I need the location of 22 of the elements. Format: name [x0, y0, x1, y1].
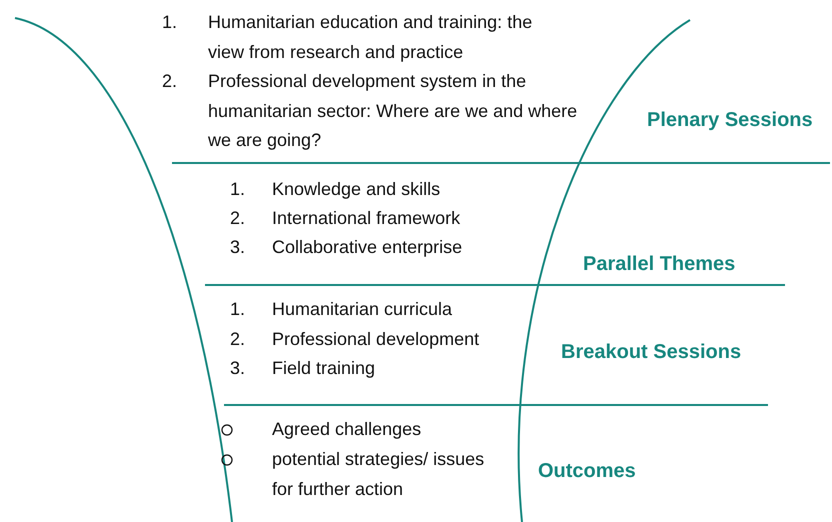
section-heading: Plenary Sessions: [647, 108, 813, 132]
list-number: 3.: [230, 236, 246, 259]
section-heading: Breakout Sessions: [561, 340, 742, 364]
list-number: 1.: [230, 298, 246, 321]
list-number: 2.: [162, 70, 178, 93]
section-heading: Parallel Themes: [583, 252, 736, 276]
list-item: Collaborative enterprise: [272, 236, 464, 259]
list-number: 2.: [230, 207, 246, 230]
list-number: 1.: [230, 178, 246, 201]
list-item: Knowledge and skills: [272, 178, 442, 201]
list-item: Professional development: [272, 328, 480, 351]
section-heading: Outcomes: [538, 459, 636, 483]
list-number: 1.: [162, 11, 178, 34]
list-item: potential strategies/ issues for further action: [272, 448, 486, 500]
list-number: 3.: [230, 357, 246, 380]
list-item: International framework: [272, 207, 462, 230]
list-item: Agreed challenges: [272, 418, 422, 441]
list-item: Field training: [272, 357, 376, 380]
list-number: 2.: [230, 328, 246, 351]
list-item: Humanitarian curricula: [272, 298, 454, 321]
list-item: Humanitarian education and training: the view from research and practice: [208, 11, 534, 64]
list-item: Professional development system in the humanitarian sector: Where are we and where we are going?: [208, 70, 578, 152]
